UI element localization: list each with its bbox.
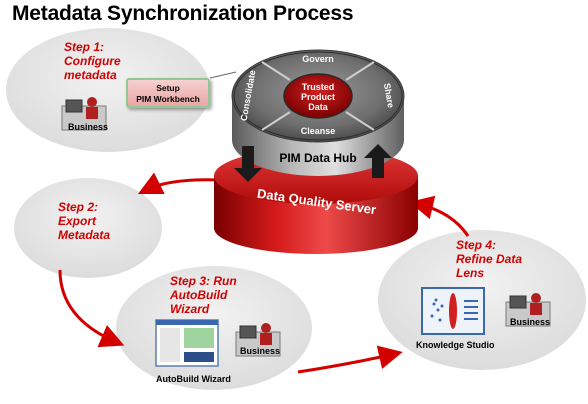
business-label-step4: Business (510, 317, 551, 327)
business-label-step3: Business (240, 346, 281, 356)
business-workstation-icon-step4 (505, 293, 551, 327)
up-arrow-icon (364, 144, 392, 178)
setup-pim-workbench-button[interactable]: Setup PIM Workbench (126, 78, 210, 108)
pim-data-hub-label: PIM Data Hub (279, 151, 356, 165)
hub-govern-label: Govern (302, 54, 334, 64)
step3-text: Step 3: Run AutoBuild Wizard (170, 274, 237, 316)
autobuild-wizard-screenshot-icon (155, 319, 219, 367)
step4-line3: Lens (456, 266, 485, 280)
hub-cleanse-label: Cleanse (301, 126, 336, 136)
arrow-step3-to-step4 (297, 345, 403, 374)
page-title: Metadata Synchronization Process (12, 2, 354, 25)
step1-line2: Configure (64, 54, 121, 68)
pim-data-hub (231, 49, 405, 176)
hub-center-line1: Trusted (302, 82, 335, 92)
hub-center-line2: Product (301, 92, 335, 102)
business-workstation-icon-step1 (61, 97, 107, 131)
step1-bubble (6, 28, 210, 152)
arrow-server-to-step2 (137, 172, 223, 195)
step3-line3: Wizard (170, 302, 210, 316)
step4-line1: Step 4: (456, 238, 497, 252)
business-label-step1: Business (68, 122, 109, 132)
hub-center-line3: Data (308, 102, 329, 112)
step3-line2: AutoBuild (170, 288, 228, 302)
setup-connector (209, 71, 237, 79)
autobuild-wizard-caption: AutoBuild Wizard (156, 374, 231, 384)
step1-text: Step 1: Configure metadata (64, 40, 121, 82)
arrow-step4-to-server (409, 195, 470, 237)
setup-line1: Setup (156, 83, 180, 93)
knowledge-studio-screenshot-icon (421, 287, 485, 335)
step2-line3: Metadata (58, 228, 111, 242)
knowledge-studio-caption: Knowledge Studio (416, 340, 495, 350)
step4-line2: Refine Data (456, 252, 523, 266)
step2-text: Step 2: Export Metadata (58, 200, 110, 242)
step4-text: Step 4: Refine Data Lens (456, 238, 522, 280)
setup-line2: PIM Workbench (136, 94, 200, 104)
hub-share-label: Share (382, 82, 396, 108)
arrow-step2-to-step3 (58, 269, 125, 348)
business-workstation-icon-step3 (235, 323, 281, 357)
step1-line1: Step 1: (64, 40, 105, 54)
step2-bubble (14, 178, 162, 278)
step2-line2: Export (58, 214, 97, 228)
step1-line3: metadata (64, 68, 117, 82)
step3-line1: Step 3: Run (170, 274, 237, 288)
down-arrow-icon (234, 146, 262, 182)
step2-line1: Step 2: (58, 200, 99, 214)
